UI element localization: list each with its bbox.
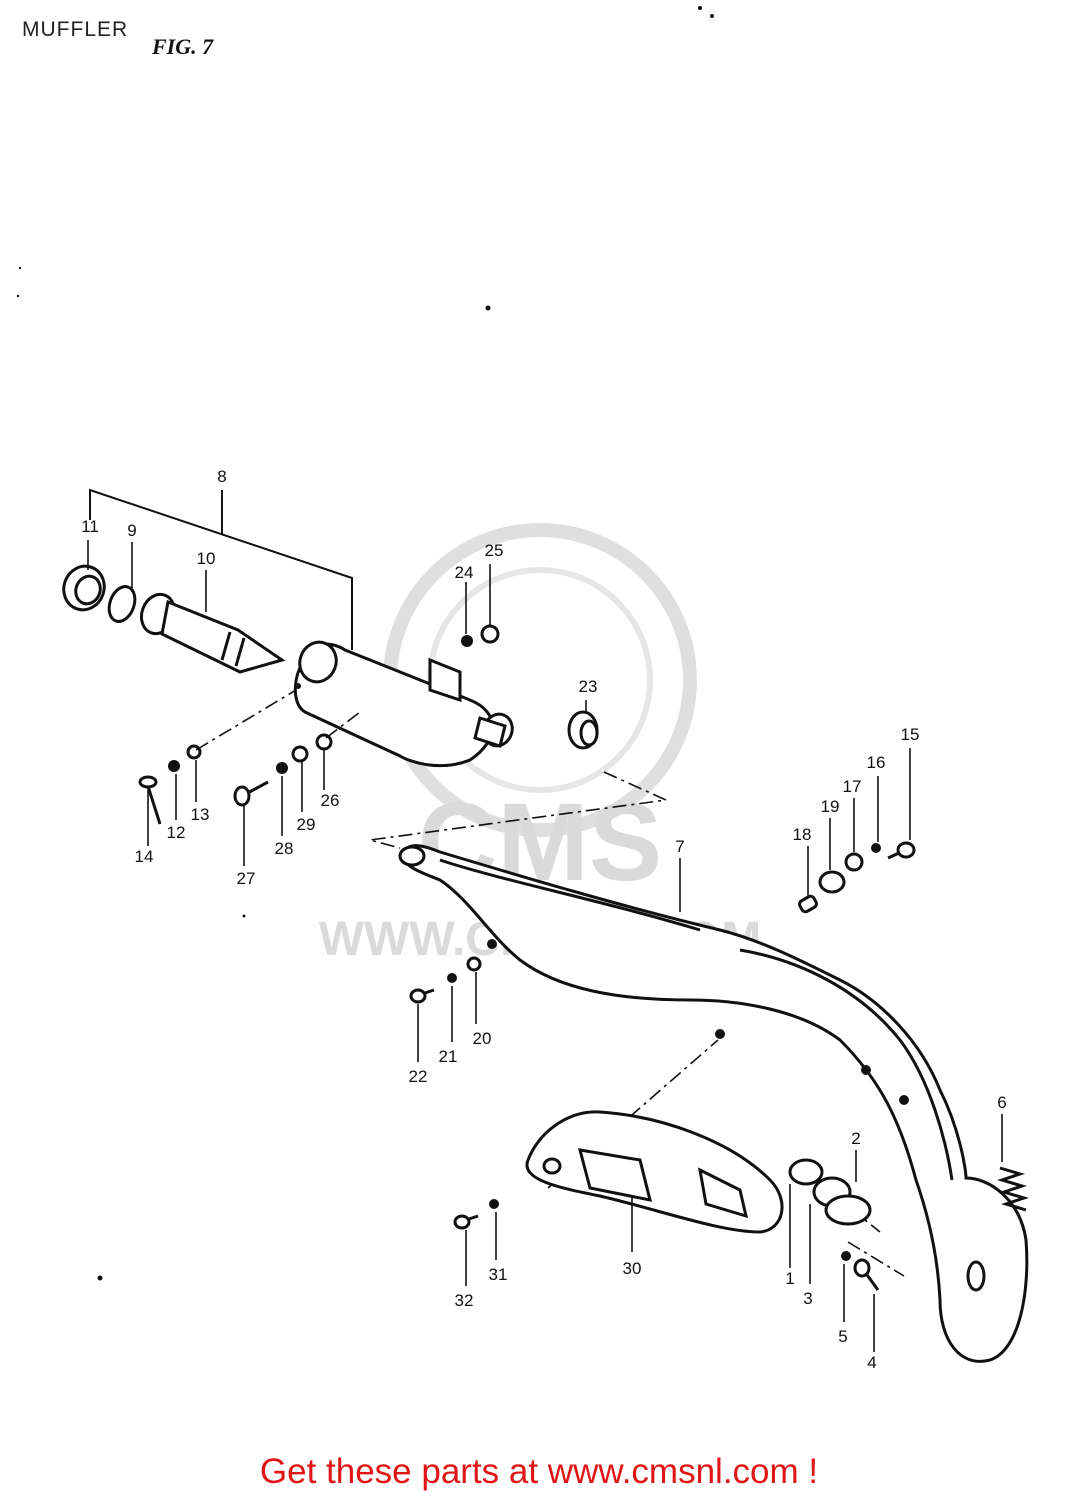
callout-15: 15 (901, 725, 920, 744)
part-collar-18 (798, 894, 818, 914)
callout-27: 27 (237, 869, 256, 888)
part-silencer (293, 640, 514, 768)
callout-5: 5 (838, 1327, 847, 1346)
part-heat-guard (525, 1110, 784, 1234)
hardware-washer-21 (447, 973, 457, 983)
hardware-washer-29 (291, 745, 309, 763)
part-cap-nut (480, 624, 500, 644)
diagram-title: MUFFLER (22, 18, 129, 41)
callout-11: 11 (81, 517, 99, 536)
hardware-washer-26 (315, 733, 333, 751)
callout-9: 9 (127, 521, 136, 540)
hardware-washer-20 (466, 956, 482, 972)
part-end-cap (62, 564, 106, 612)
callout-8: 8 (217, 467, 226, 486)
part-gasket (788, 1158, 824, 1186)
hardware-washer-28 (276, 762, 288, 774)
hardware-bolt-22 (409, 988, 435, 1004)
part-damper-19 (818, 870, 846, 894)
hardware-washer-16 (871, 843, 881, 853)
callout-4: 4 (867, 1353, 876, 1372)
callout-23: 23 (579, 677, 598, 696)
scan-specks (16, 6, 714, 1281)
callout-20: 20 (473, 1029, 492, 1048)
callout-28: 28 (275, 839, 294, 858)
callout-labels: 4 5 3 1 2 6 7 8 9 10 11 12 13 14 15 16 1… (81, 467, 1007, 1372)
callout-18: 18 (793, 825, 812, 844)
part-clamp-plate (824, 1194, 872, 1226)
hardware-washer-5 (841, 1251, 851, 1261)
hardware-washer-12 (168, 760, 180, 772)
hardware-washer-17 (844, 852, 864, 872)
callout-10: 10 (197, 549, 216, 568)
callout-30: 30 (623, 1259, 642, 1278)
callout-13: 13 (191, 805, 210, 824)
bracket-item-8 (89, 488, 353, 650)
hardware-bolt-14 (138, 775, 162, 825)
callout-7: 7 (675, 837, 684, 856)
callout-1: 1 (785, 1269, 794, 1288)
hardware-bolt-27 (233, 780, 269, 807)
part-spring (997, 1166, 1029, 1212)
callout-32: 32 (455, 1291, 474, 1310)
callout-22: 22 (409, 1067, 428, 1086)
hardware-washer-31 (489, 1199, 499, 1209)
part-spark-arrester (139, 592, 286, 674)
callout-25: 25 (485, 541, 504, 560)
callout-31: 31 (489, 1265, 508, 1284)
callout-16: 16 (867, 753, 886, 772)
hardware-bolt-15 (887, 841, 916, 860)
hardware-bolt-32 (453, 1214, 479, 1230)
callout-21: 21 (439, 1047, 458, 1066)
callout-3: 3 (803, 1289, 812, 1308)
callout-6: 6 (997, 1093, 1006, 1112)
leader-lines (87, 540, 1003, 1352)
callout-19: 19 (821, 797, 840, 816)
part-o-ring (107, 585, 137, 623)
figure-number: FIG. 7 (152, 34, 214, 59)
part-expansion-chamber (398, 844, 1029, 1363)
part-nut (461, 635, 473, 647)
callout-24: 24 (455, 563, 474, 582)
hardware-bolt-4 (853, 1258, 880, 1291)
silencer-bolt-hole (295, 683, 301, 689)
chamber-bolt-holes (487, 939, 909, 1105)
callout-26: 26 (321, 791, 340, 810)
callout-14: 14 (135, 847, 154, 866)
callout-2: 2 (851, 1129, 860, 1148)
promo-footer: Get these parts at www.cmsnl.com ! (259, 1452, 819, 1491)
part-grommet (567, 710, 599, 750)
callout-29: 29 (297, 815, 316, 834)
callout-12: 12 (167, 823, 186, 842)
callout-17: 17 (843, 777, 862, 796)
